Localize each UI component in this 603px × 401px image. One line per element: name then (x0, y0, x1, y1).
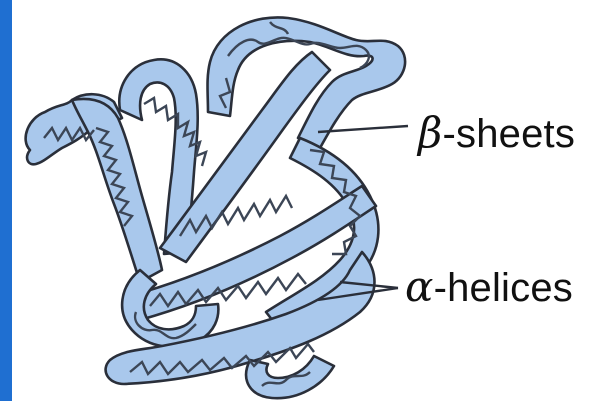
alpha-text: -helices (434, 266, 573, 310)
alpha-symbol: α (405, 262, 434, 311)
label-alpha-helices: α-helices (405, 262, 573, 311)
beta-text: -sheets (442, 112, 575, 156)
beta-symbol: β (418, 108, 442, 157)
label-beta-sheets: β-sheets (418, 108, 575, 157)
ribbon-segment-left-tail (26, 94, 162, 282)
